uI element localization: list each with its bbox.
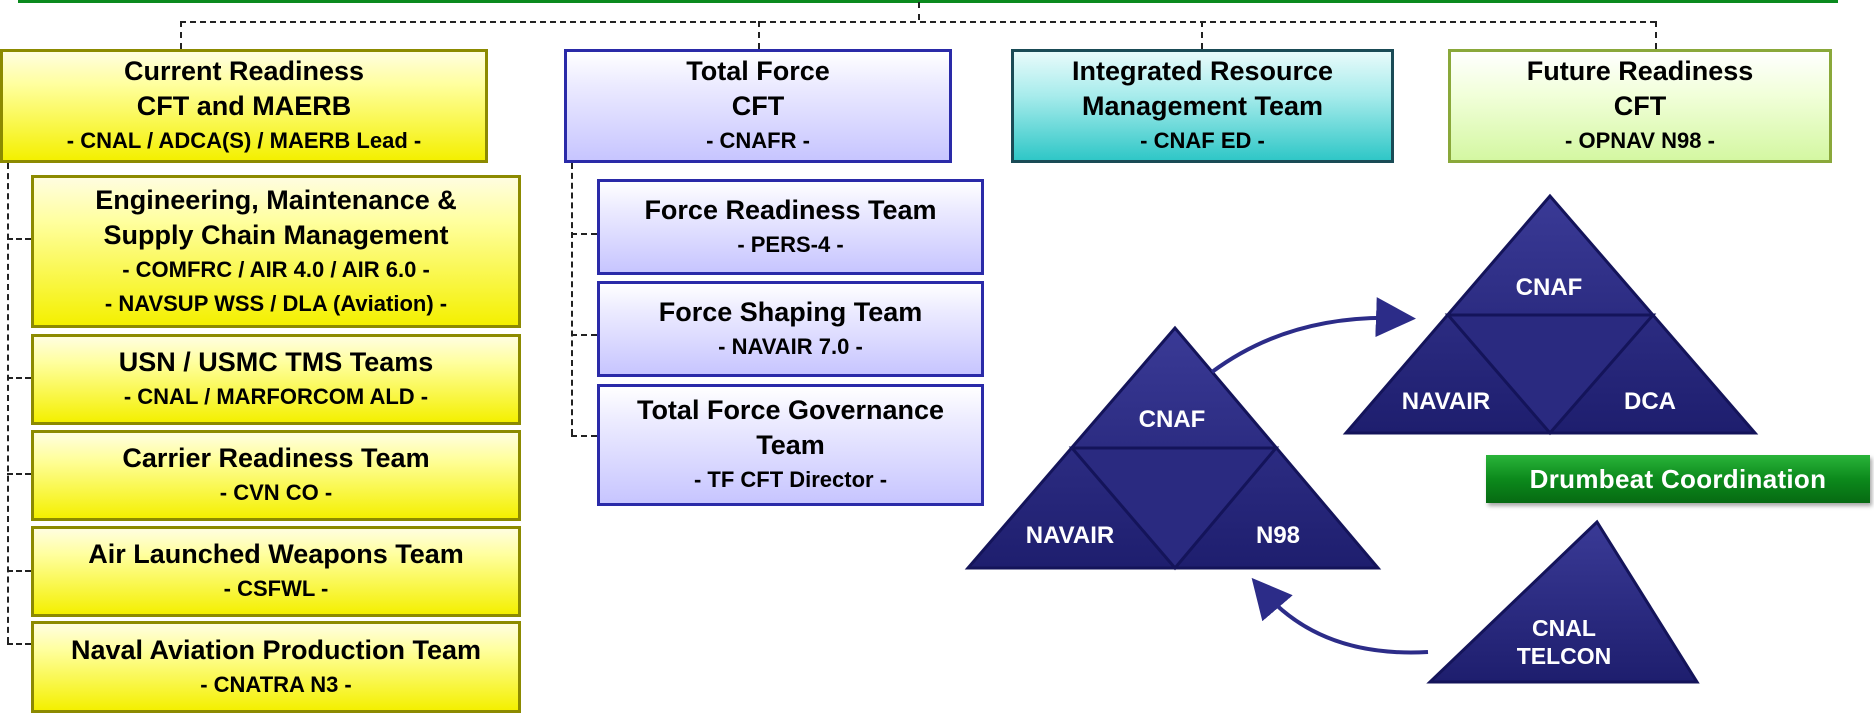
triangle-left-top-label: CNAF [1139,406,1206,433]
team-name: Engineering, Maintenance & [95,184,457,215]
telcon-label-line2: TELCON [1517,643,1612,669]
column-title: Integrated Resource [1071,56,1334,86]
triangle-left: CNAF NAVAIR N98 [964,325,1382,571]
connector [7,163,9,643]
team-name: Total Force Governance [636,395,945,425]
triangle-left-br-label: N98 [1256,522,1300,549]
arrow-to-right-triangle [1210,297,1416,374]
column-lead: - OPNAV N98 - [1565,128,1715,153]
connector [571,233,597,235]
team-naval-aviation-production: Naval Aviation Production Team - CNATRA … [31,621,521,713]
connector [571,163,573,435]
connector [1201,21,1203,49]
connector [758,21,760,49]
connector [7,570,31,572]
team-name: USN / USMC TMS Teams [118,347,434,377]
team-lead: - TF CFT Director - [693,467,888,492]
top-rule [18,0,1838,3]
column-subtitle: Management Team [1081,91,1324,121]
connector [1655,21,1657,49]
connector [918,2,920,20]
triangle-left-bl-label: NAVAIR [1026,522,1114,549]
triangle-right-bl-label: NAVAIR [1402,388,1490,415]
connector [571,334,597,336]
team-name: Carrier Readiness Team [122,443,430,473]
team-carrier-readiness: Carrier Readiness Team - CVN CO - [31,430,521,521]
column-title: Future Readiness [1526,56,1754,86]
connector [571,435,597,437]
team-name: Supply Chain Management [103,219,449,250]
team-engineering-maintenance: Engineering, Maintenance & Supply Chain … [31,175,521,328]
column-title: Current Readiness [123,56,365,86]
team-name: Naval Aviation Production Team [70,634,482,665]
column-subtitle: CFT [1613,91,1667,121]
connector [7,473,31,475]
telcon-label-line1: CNAL [1532,615,1596,641]
column-lead: - CNAL / ADCA(S) / MAERB Lead - [66,128,422,153]
column-future-readiness: Future Readiness CFT - OPNAV N98 - [1448,49,1832,163]
connector [7,377,31,379]
connector [7,643,31,645]
team-lead: - PERS-4 - [737,231,844,257]
team-force-readiness: Force Readiness Team - PERS-4 - [597,179,984,275]
triangle-right-br-label: DCA [1624,388,1676,415]
column-lead: - CNAFR - [706,128,810,153]
team-lead: - CSFWL - [223,576,329,601]
column-total-force: Total Force CFT - CNAFR - [564,49,952,163]
column-subtitle: CFT and MAERB [136,91,352,121]
team-name: Air Launched Weapons Team [88,539,464,569]
team-lead: - NAVAIR 7.0 - [718,333,863,359]
triangle-telcon: CNAL TELCON [1426,519,1700,684]
team-name: Force Readiness Team [644,194,937,225]
team-usn-usmc-tms: USN / USMC TMS Teams - CNAL / MARFORCOM … [31,334,521,425]
team-lead: - COMFRC / AIR 4.0 / AIR 6.0 - [122,256,430,282]
team-air-launched-weapons: Air Launched Weapons Team - CSFWL - [31,526,521,617]
column-subtitle: CFT [731,91,785,121]
connector [180,21,1656,23]
team-force-shaping: Force Shaping Team - NAVAIR 7.0 - [597,281,984,377]
team-lead: - CVN CO - [219,480,333,505]
team-total-force-governance: Total Force Governance Team - TF CFT Dir… [597,384,984,506]
team-name: Force Shaping Team [658,296,923,327]
column-lead: - CNAF ED - [1140,128,1265,153]
connector [7,238,31,240]
team-lead: - CNAL / MARFORCOM ALD - [123,384,429,409]
triangle-right: CNAF NAVAIR DCA [1342,193,1759,436]
column-current-readiness: Current Readiness CFT and MAERB - CNAL /… [0,49,488,163]
connector [180,21,182,49]
team-lead: - NAVSUP WSS / DLA (Aviation) - [104,290,448,316]
arrow-to-left-triangle [1251,577,1429,655]
column-title: Total Force [686,56,830,86]
column-integrated-resource: Integrated Resource Management Team - CN… [1011,49,1394,163]
team-lead: - CNATRA N3 - [200,671,352,697]
team-name: Team [756,430,825,460]
triangle-right-top-label: CNAF [1516,274,1583,301]
drumbeat-coordination-badge: Drumbeat Coordination [1486,455,1870,503]
